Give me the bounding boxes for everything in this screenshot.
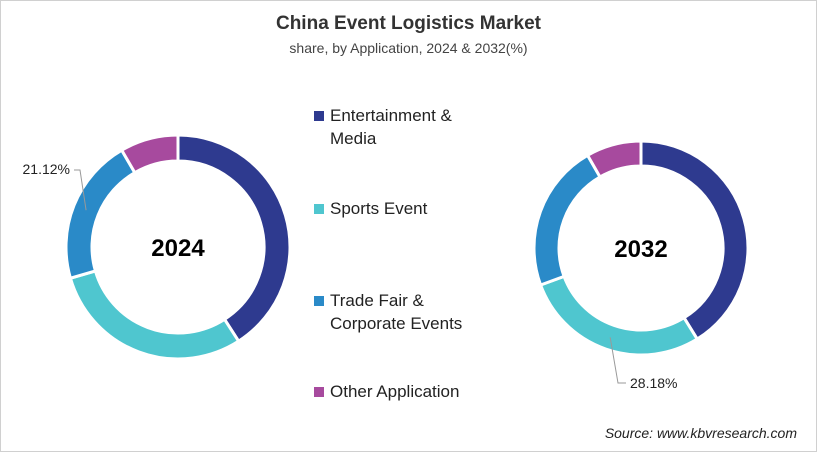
legend-label: Other Application: [330, 382, 460, 401]
legend-swatch: [314, 204, 324, 214]
donut-slice-2032-1: [538, 274, 700, 357]
donut-slice-2024-2: [64, 148, 137, 281]
donut-slice-2032-2: [532, 153, 603, 287]
legend-label: Trade Fair &: [330, 291, 424, 310]
chart-subtitle: share, by Application, 2024 & 2032(%): [289, 40, 528, 56]
legend-label: Sports Event: [330, 199, 428, 218]
chart-title: China Event Logistics Market: [275, 13, 541, 34]
donut-slice-2024-3: [119, 133, 180, 175]
donut-slice-2024-1: [68, 269, 241, 361]
data-label: 21.12%: [23, 161, 70, 177]
donut-slice-2032-3: [585, 139, 643, 180]
leader-line: [609, 337, 626, 384]
donut-center-label: 2032: [614, 236, 667, 263]
legend-swatch: [314, 387, 324, 397]
source-note: Source: www.kbvresearch.com: [604, 425, 797, 441]
legend-label: Corporate Events: [330, 314, 463, 333]
legend-label: Media: [330, 129, 377, 148]
legend-label: Entertainment &: [330, 106, 452, 125]
data-label: 28.18%: [630, 375, 677, 391]
leader-line: [74, 169, 87, 211]
donut-center-label: 2024: [151, 235, 205, 262]
legend-swatch: [314, 111, 324, 121]
legend-swatch: [314, 296, 324, 306]
